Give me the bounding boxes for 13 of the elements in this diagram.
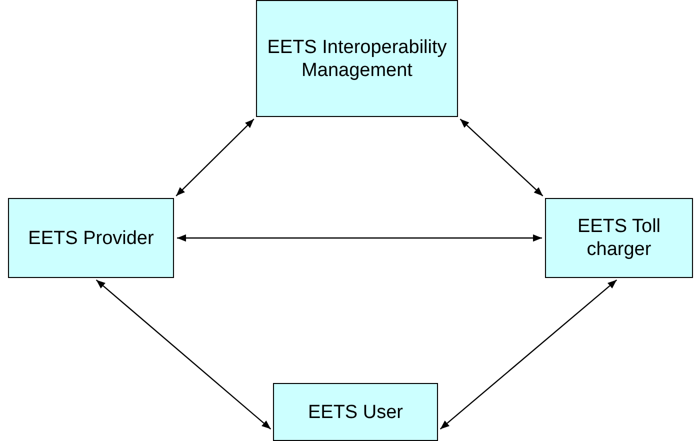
box-label: EETS Provider (28, 226, 154, 250)
process-box (545, 198, 693, 278)
box-label: EETS User (308, 400, 404, 424)
double-arrow (96, 280, 272, 430)
double-arrow (440, 279, 618, 430)
box-label: EETS Toll charger (576, 215, 662, 261)
process-box (256, 0, 458, 117)
process-box (8, 198, 174, 278)
double-arrow (177, 234, 542, 242)
double-arrow (460, 118, 544, 196)
process-box (273, 383, 438, 441)
box-label: EETS Interoperability Management (266, 36, 448, 82)
double-arrow (176, 118, 254, 196)
